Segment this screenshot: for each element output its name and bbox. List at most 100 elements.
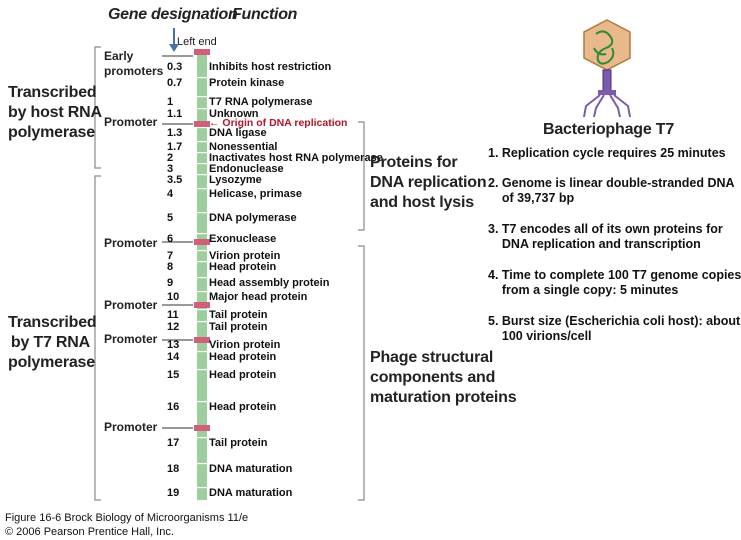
gene-boundary	[197, 437, 207, 439]
gene-boundary	[197, 152, 207, 154]
phage-fact: 4. Time to complete 100 T7 genome copies…	[488, 268, 741, 297]
gene-function: Head protein	[209, 401, 277, 413]
promoter-label: Promoter	[104, 115, 158, 129]
gene-number: 9	[167, 277, 174, 289]
copyright: © 2006 Pearson Prentice Hall, Inc.	[5, 526, 174, 538]
gene-boundary	[197, 250, 207, 252]
gene-function: Inhibits host restriction	[209, 61, 332, 73]
gene-number: 1.1	[167, 108, 183, 120]
gene-boundary	[197, 261, 207, 263]
gene-number: 0.3	[167, 61, 183, 73]
gene-function: Head assembly protein	[209, 277, 330, 289]
origin-label: ← Origin of DNA replication	[209, 117, 348, 129]
gene-number: 18	[167, 463, 180, 475]
gene-function: DNA maturation	[209, 463, 293, 475]
gene-number: 5	[167, 212, 174, 224]
left-end-arrow	[169, 28, 179, 52]
gene-boundary	[197, 369, 207, 371]
phage-fact: 2. Genome is linear double-stranded DNA …	[488, 176, 735, 205]
bacteriophage-icon	[583, 19, 631, 118]
function-header: Function	[232, 6, 298, 23]
gene-boundary	[197, 77, 207, 79]
gene-boundary	[197, 212, 207, 214]
group-brackets	[94, 46, 365, 501]
phage-fact: 1. Replication cycle requires 25 minutes	[488, 146, 726, 160]
gene-function: Head protein	[209, 261, 277, 273]
gene-function: Virion protein	[209, 250, 281, 262]
promoter-mark	[194, 337, 210, 343]
gene-boundary	[197, 487, 207, 489]
gene-number: 19	[167, 487, 180, 499]
gene-boundary	[197, 108, 207, 110]
gene-number: 16	[167, 401, 180, 413]
gene-number: 13	[167, 339, 180, 351]
gene-function: Tail protein	[209, 309, 268, 321]
origin-mark	[194, 121, 210, 126]
gene-function: Tail protein	[209, 321, 268, 333]
gene-number: 0.7	[167, 77, 183, 89]
gene-boundary	[197, 351, 207, 353]
promoter-mark	[194, 239, 210, 245]
gene-boundary	[197, 188, 207, 190]
bracket	[358, 121, 365, 231]
replication-proteins-label: Proteins for DNA replication and host ly…	[370, 154, 487, 211]
gene-boundary	[197, 96, 207, 98]
gene-function: Virion protein	[209, 339, 281, 351]
gene-boundary	[197, 141, 207, 143]
gene-function: Tail protein	[209, 437, 268, 449]
genome-bar	[194, 49, 210, 500]
gene-number: 2	[167, 152, 174, 164]
gene-boundary	[197, 163, 207, 165]
gene-boundary	[197, 174, 207, 176]
gene-boundary	[197, 463, 207, 465]
promoter-label: Promoter	[104, 420, 158, 434]
gene-number: 8	[167, 261, 174, 273]
promoter-label: Promoter	[104, 332, 158, 346]
gene-boundary	[197, 401, 207, 403]
gene-function: DNA maturation	[209, 487, 293, 499]
gene-number: 1	[167, 96, 174, 108]
gene-boundary	[197, 309, 207, 311]
promoter-mark	[194, 49, 210, 55]
figure-caption: Figure 16-6 Brock Biology of Microorgani…	[5, 512, 249, 524]
gene-function: Endonuclease	[209, 163, 284, 175]
gene-function: Helicase, primase	[209, 188, 302, 200]
phage-fact: 5. Burst size (Escherichia coli host): a…	[488, 314, 741, 343]
phage-fact: 3. T7 encodes all of its own proteins fo…	[488, 222, 723, 251]
bracket	[94, 46, 101, 169]
promoter-label: Promoter	[104, 298, 158, 312]
gene-number: 17	[167, 437, 180, 449]
gene-number: 10	[167, 291, 180, 303]
gene-number: 3	[167, 163, 174, 175]
gene-function: Head protein	[209, 351, 277, 363]
gene-function: DNA polymerase	[209, 212, 297, 224]
t7-transcribed-label: Transcribed by T7 RNA polymerase	[8, 314, 97, 371]
gene-number: 15	[167, 369, 180, 381]
gene-function: Nonessential	[209, 141, 278, 153]
left-end-label: Left end	[177, 36, 217, 48]
gene-number: 3.5	[167, 174, 183, 186]
gene-function: Unknown	[209, 108, 259, 120]
gene-number: 11	[167, 309, 179, 321]
gene-boundary	[197, 127, 207, 129]
bracket	[358, 245, 365, 501]
host-transcribed-label: Transcribed by host RNA polymerase	[8, 84, 102, 141]
early-promoters-label: Early promoters	[104, 49, 164, 78]
gene-number: 6	[167, 233, 174, 245]
arrow-head	[169, 44, 179, 52]
gene-function: T7 RNA polymerase	[209, 96, 313, 108]
gene-function: Protein kinase	[209, 77, 285, 89]
gene-function: Exonuclease	[209, 233, 277, 245]
promoter-label: Promoter	[104, 236, 158, 250]
promoter-lines	[162, 55, 193, 429]
gene-boundary	[197, 233, 207, 235]
gene-number: 1.7	[167, 141, 183, 153]
gene-number: 4	[167, 188, 174, 200]
gene-function: Head protein	[209, 369, 277, 381]
gene-designation-header: Gene designation	[108, 6, 238, 23]
gene-function: Major head protein	[209, 291, 308, 303]
gene-number: 12	[167, 321, 180, 333]
structural-proteins-label: Phage structural components and maturati…	[370, 349, 517, 406]
gene-boundary	[197, 291, 207, 293]
gene-boundary	[197, 277, 207, 279]
